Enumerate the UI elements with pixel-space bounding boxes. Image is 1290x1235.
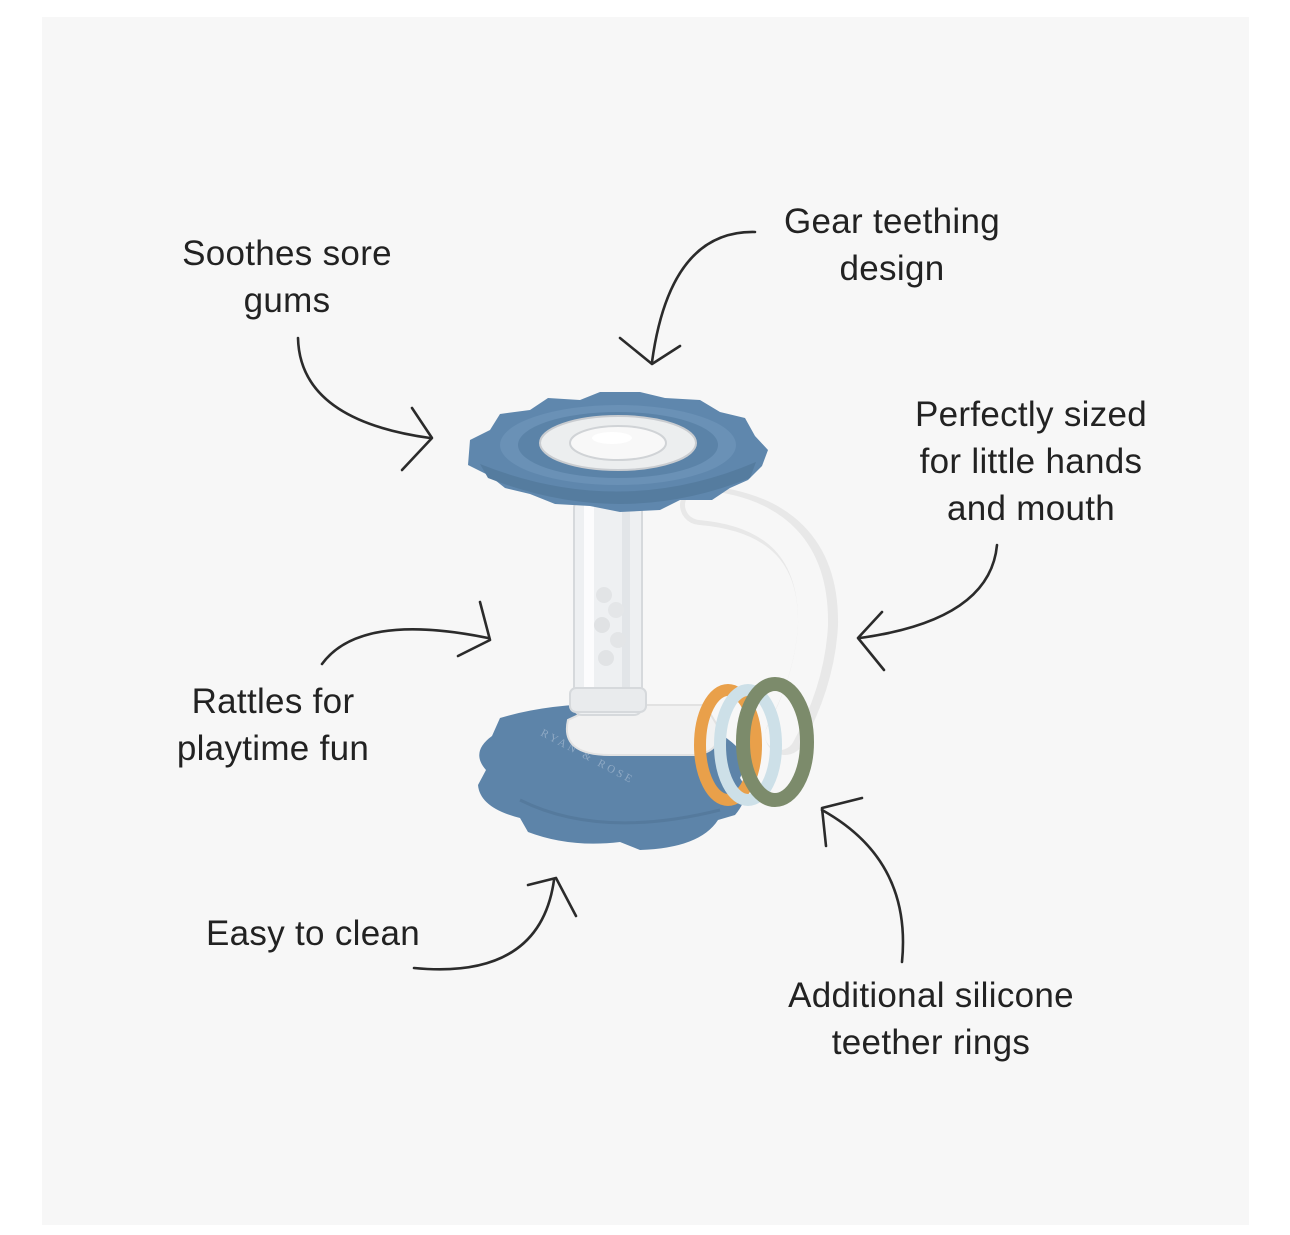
arrow-clean bbox=[412, 876, 578, 971]
arrow-soothes bbox=[296, 336, 434, 472]
callout-rattles: Rattles for playtime fun bbox=[176, 682, 370, 768]
teether-rings bbox=[694, 677, 814, 807]
callout-perfectly-sized: Perfectly sized for little hands and mou… bbox=[914, 395, 1148, 528]
callout-soothes-gums: Soothes sore gums bbox=[182, 234, 392, 320]
callout-easy-clean: Easy to clean bbox=[205, 914, 421, 953]
clear-rattle-tube bbox=[569, 499, 647, 716]
callout-teether-rings: Additional silicone teether rings bbox=[788, 976, 1074, 1062]
arrow-rattles bbox=[320, 600, 492, 666]
arrow-rings bbox=[820, 796, 905, 964]
background-panel bbox=[42, 17, 1249, 1225]
arrow-sized bbox=[856, 543, 999, 672]
top-gear bbox=[468, 392, 768, 512]
callout-gear-design: Gear teething design bbox=[784, 202, 1000, 288]
arrow-gear bbox=[618, 230, 757, 366]
